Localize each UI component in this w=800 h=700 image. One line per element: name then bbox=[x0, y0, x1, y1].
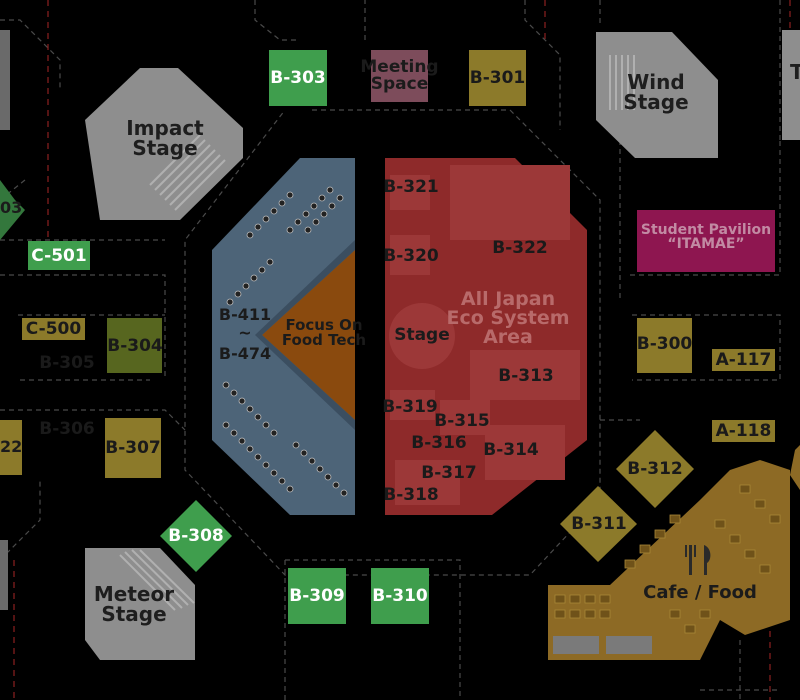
red-zone-subdivisions bbox=[389, 165, 580, 505]
booth-b313-label: B-313 bbox=[498, 366, 554, 386]
booth-b306-label: B-306 bbox=[39, 419, 95, 439]
booth-b310[interactable] bbox=[371, 568, 429, 624]
blue-zone-notch bbox=[255, 240, 355, 430]
booth-b315-label: B-315 bbox=[434, 411, 490, 431]
booth-b300-label: B-300 bbox=[636, 334, 693, 354]
range-tilde-label: ~ bbox=[238, 323, 252, 342]
edge-booth-left-top[interactable] bbox=[0, 180, 25, 240]
booth-b308-label: B-308 bbox=[168, 526, 224, 546]
edge-left-top-label: 03 bbox=[0, 198, 23, 217]
booth-b314-label: B-314 bbox=[483, 440, 539, 460]
meteor-stage-label: Meteor Stage bbox=[93, 582, 175, 626]
edge-stage-right-label: T bbox=[790, 60, 800, 84]
impact-stage-stripes bbox=[149, 134, 226, 211]
booth-c500[interactable] bbox=[22, 318, 85, 340]
meteor-stage-stripes bbox=[119, 549, 195, 611]
wind-stage[interactable] bbox=[596, 32, 718, 158]
booth-b305-label: B-305 bbox=[39, 353, 95, 373]
booth-b304[interactable] bbox=[107, 318, 162, 373]
cafe-food-label: Cafe / Food bbox=[643, 582, 757, 603]
edge-gray-left bbox=[0, 30, 10, 130]
booth-b316-label: B-316 bbox=[411, 433, 467, 453]
booth-c501[interactable] bbox=[28, 241, 90, 270]
booth-b304-label: B-304 bbox=[107, 336, 163, 356]
food-counter-1 bbox=[553, 636, 599, 654]
center-stage-label: Stage bbox=[394, 325, 450, 345]
booth-a117-label: A-117 bbox=[715, 350, 772, 370]
booth-b309-label: B-309 bbox=[289, 586, 345, 606]
booth-b318-label: B-318 bbox=[383, 485, 439, 505]
booth-c500-label: C-500 bbox=[25, 319, 82, 339]
focus-on-food-tech-label: Focus On Food Tech bbox=[281, 316, 367, 349]
booth-a118[interactable] bbox=[712, 420, 775, 442]
corridor-lines bbox=[0, 0, 781, 700]
booth-b300[interactable] bbox=[637, 318, 692, 373]
booth-b317-label: B-317 bbox=[421, 463, 477, 483]
edge-left-bottom-label: 22 bbox=[0, 437, 23, 456]
edge-gray-left-bottom bbox=[0, 540, 8, 610]
all-japan-label: All Japan Eco System Area bbox=[446, 288, 570, 348]
booth-b303[interactable] bbox=[269, 50, 327, 106]
booth-b311[interactable] bbox=[560, 486, 637, 562]
booth-b311-label: B-311 bbox=[571, 514, 627, 534]
meeting-space[interactable] bbox=[371, 50, 428, 102]
student-pavilion[interactable] bbox=[637, 210, 775, 272]
booth-b319-label: B-319 bbox=[382, 397, 438, 417]
wind-stage-stripes bbox=[609, 55, 635, 110]
range-top-label: B-411 bbox=[218, 305, 272, 324]
booth-a118-label: A-118 bbox=[715, 421, 772, 441]
booth-b321-label: B-321 bbox=[383, 177, 439, 197]
booth-b322-label: B-322 bbox=[492, 238, 548, 258]
seat-dots bbox=[222, 186, 348, 497]
edge-food-right bbox=[790, 445, 800, 490]
booth-b312[interactable] bbox=[616, 430, 694, 508]
cutlery-icon bbox=[685, 545, 711, 575]
meeting-space-label: Meeting Space bbox=[360, 57, 439, 94]
food-counter-2 bbox=[606, 636, 652, 654]
student-pavilion-label: Student Pavilion “ITAMAE” bbox=[640, 222, 772, 252]
booth-b308[interactable] bbox=[160, 500, 232, 572]
booth-b301-label: B-301 bbox=[469, 68, 526, 88]
booth-b309[interactable] bbox=[288, 568, 346, 624]
impact-stage-label: Impact Stage bbox=[126, 116, 204, 160]
booth-c501-label: C-501 bbox=[31, 245, 87, 266]
food-area-tables bbox=[554, 484, 781, 634]
focus-on-food-tech[interactable] bbox=[262, 250, 355, 420]
range-bottom-label: B-474 bbox=[218, 344, 272, 363]
booth-b310-label: B-310 bbox=[372, 586, 428, 606]
booth-b307-label: B-307 bbox=[105, 438, 161, 458]
wind-stage-label: Wind Stage bbox=[623, 70, 689, 114]
booth-b312-label: B-312 bbox=[627, 459, 683, 479]
booth-a117[interactable] bbox=[712, 349, 775, 371]
booth-b320-label: B-320 bbox=[383, 246, 439, 266]
booth-b301[interactable] bbox=[469, 50, 526, 106]
edge-stage-right bbox=[782, 30, 800, 140]
booth-b303-label: B-303 bbox=[270, 68, 326, 88]
edge-booth-left-bottom[interactable] bbox=[0, 420, 22, 475]
booth-b307[interactable] bbox=[105, 418, 161, 478]
